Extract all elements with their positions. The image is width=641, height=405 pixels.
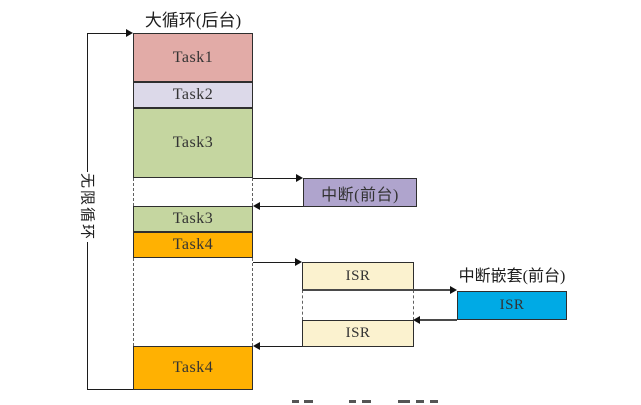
arrowhead-right-icon bbox=[450, 286, 457, 294]
task-block-task3: Task3 bbox=[133, 108, 253, 178]
arrowhead-right-icon bbox=[295, 258, 302, 266]
task-label: Task4 bbox=[172, 236, 214, 253]
interrupt-block: 中断(前台) bbox=[303, 178, 417, 207]
arrow-return-from-nested-isr bbox=[419, 319, 457, 321]
column-gap-dashed-left bbox=[133, 258, 134, 346]
task-label: Task3 bbox=[172, 134, 214, 151]
task-block-task2: Task2 bbox=[133, 82, 253, 108]
arrow-to-interrupt bbox=[253, 178, 297, 179]
loop-arrowhead-icon bbox=[126, 29, 133, 37]
column-gap-dashed-right bbox=[252, 258, 253, 346]
task-block-task4-resume: Task4 bbox=[133, 346, 253, 390]
arrowhead-left-icon bbox=[253, 202, 260, 210]
main-loop-title: 大循环(后台) bbox=[144, 11, 242, 30]
task-block-task1: Task1 bbox=[133, 33, 253, 82]
arrowhead-left-icon bbox=[413, 316, 420, 324]
task-label: Task4 bbox=[172, 359, 214, 376]
isr-gap-dashed-right bbox=[413, 290, 414, 320]
task-label: Task1 bbox=[172, 48, 214, 66]
column-gap-dashed-right bbox=[252, 178, 253, 206]
isr-gap-dashed-left bbox=[302, 290, 303, 320]
task-label: Task2 bbox=[172, 86, 214, 103]
isr-label: ISR bbox=[345, 267, 371, 284]
arrow-to-isr bbox=[253, 262, 296, 263]
infinite-loop-label: 无限循环 bbox=[74, 171, 102, 243]
arrow-to-nested-isr bbox=[302, 289, 450, 291]
isr-block-bottom: ISR bbox=[302, 320, 414, 347]
task-label: Task3 bbox=[172, 210, 214, 227]
nested-interrupt-title: 中断嵌套(前台) bbox=[458, 268, 566, 285]
task-block-task3-resume: Task3 bbox=[133, 206, 253, 232]
arrow-return-from-isr bbox=[259, 346, 302, 347]
isr-block-top: ISR bbox=[302, 262, 414, 290]
arrowhead-left-icon bbox=[253, 342, 260, 350]
arrowhead-right-icon bbox=[296, 174, 303, 182]
task-block-task4: Task4 bbox=[133, 232, 253, 258]
nested-isr-block: ISR bbox=[457, 291, 567, 320]
isr-label: ISR bbox=[345, 325, 371, 341]
arrow-return-from-interrupt bbox=[259, 206, 303, 207]
loop-line-top bbox=[87, 33, 127, 34]
interrupt-label: 中断(前台) bbox=[321, 186, 399, 204]
isr-label: ISR bbox=[499, 297, 525, 313]
column-gap-dashed-left bbox=[133, 178, 134, 206]
loop-line-bottom bbox=[87, 389, 133, 390]
